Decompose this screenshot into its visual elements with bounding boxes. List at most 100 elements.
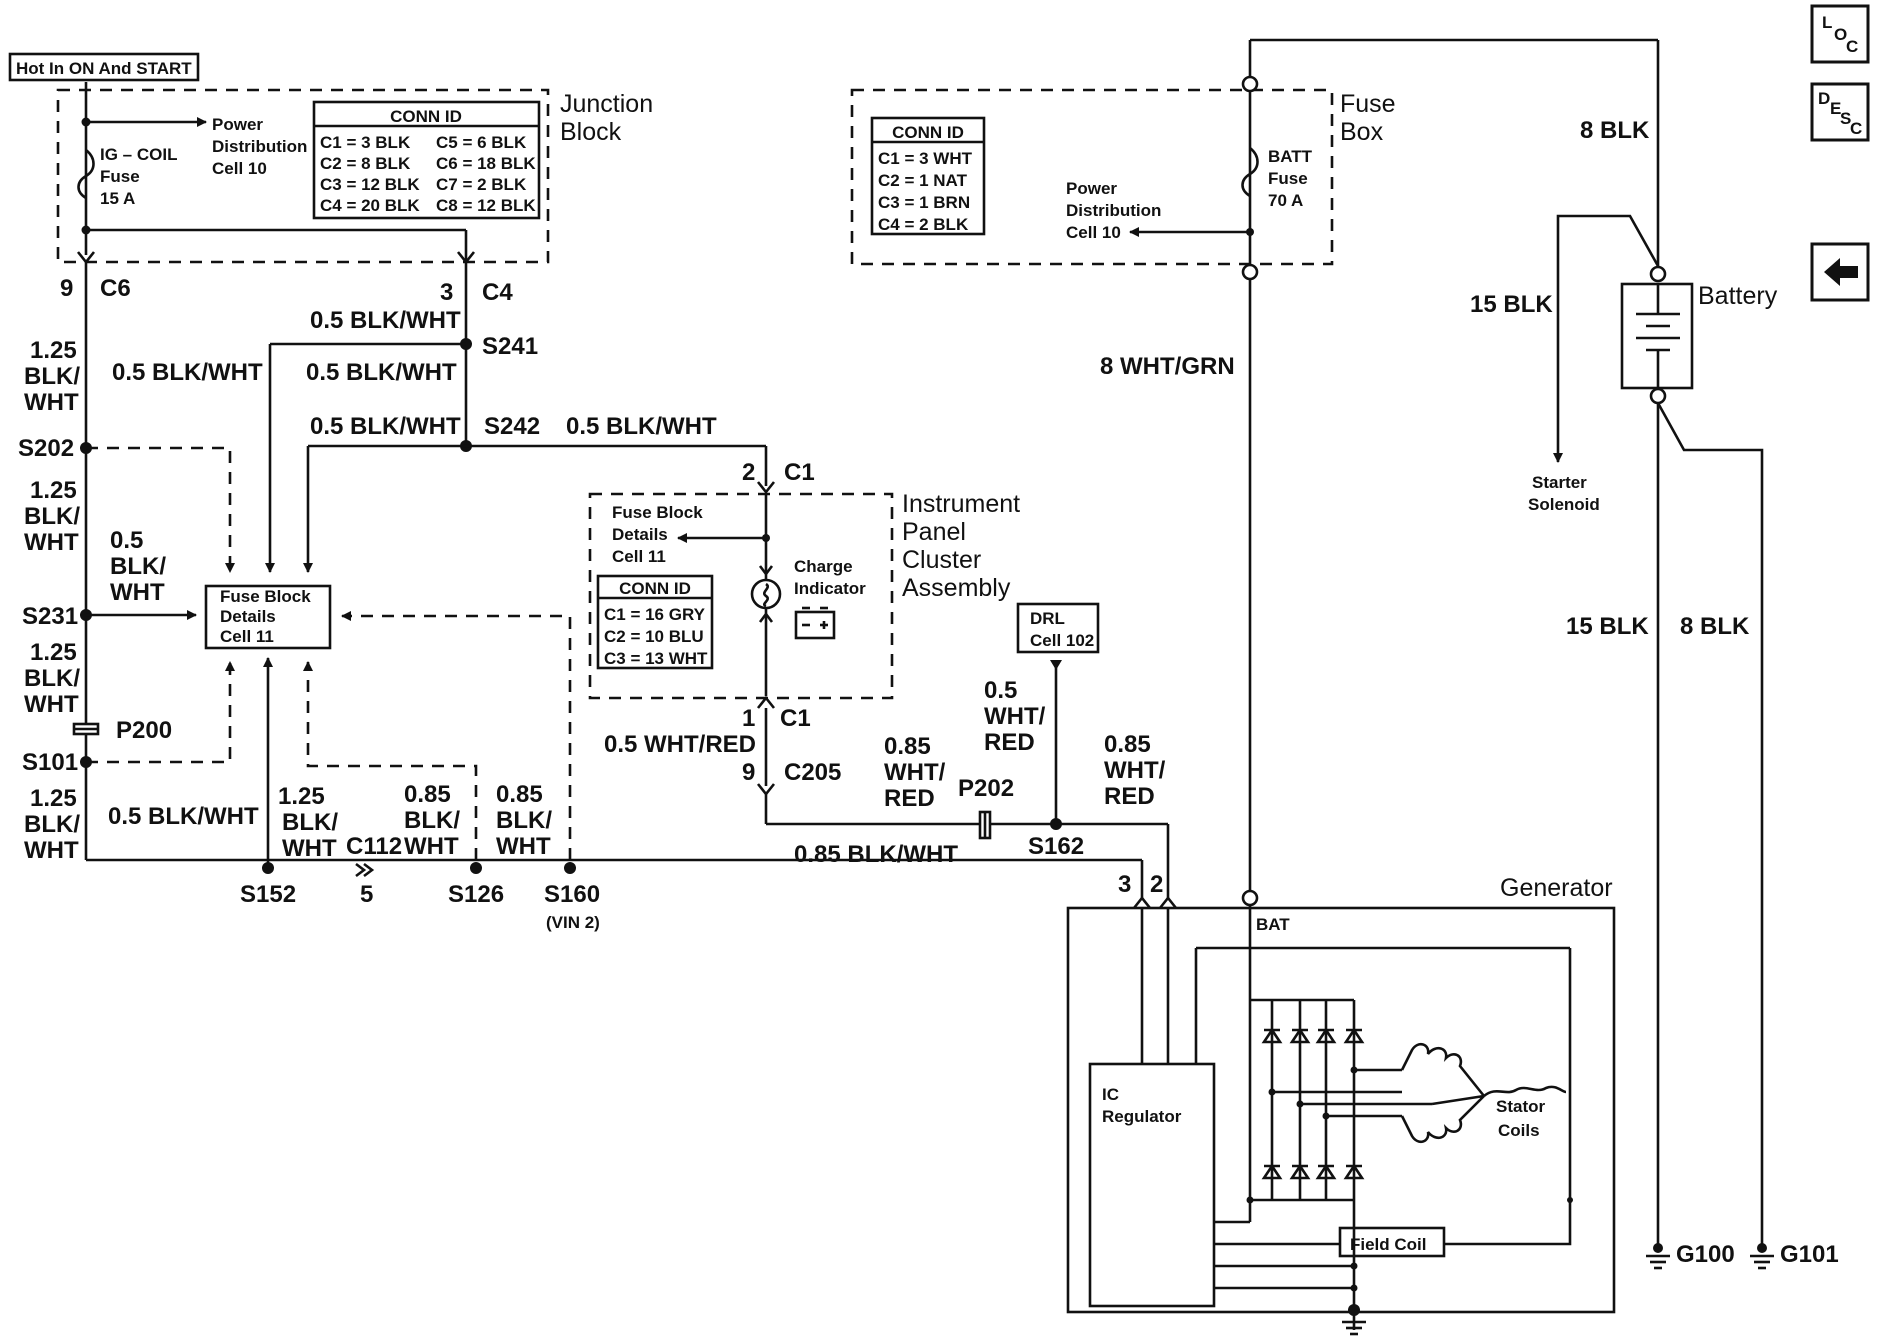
svg-text:C112: C112: [346, 833, 402, 860]
svg-text:0.5 BLK/WHT: 0.5 BLK/WHT: [566, 413, 717, 440]
svg-text:8 WHT/GRN: 8 WHT/GRN: [1100, 353, 1235, 380]
svg-text:C8 = 12 BLK: C8 = 12 BLK: [436, 196, 536, 215]
svg-text:C4: C4: [482, 279, 513, 306]
svg-text:E: E: [1830, 99, 1841, 118]
svg-text:Instrument: Instrument: [902, 490, 1020, 518]
charge-indicator-lamp-icon: [750, 565, 782, 623]
junction-block-title: Junction: [560, 90, 653, 118]
drl-box[interactable]: DRL Cell 102: [1016, 602, 1100, 670]
svg-text:WHT/: WHT/: [884, 759, 946, 786]
svg-text:3: 3: [440, 279, 453, 306]
wire-label-left-2: 1.25 BLK/ WHT: [24, 477, 80, 556]
battery: Battery: [1620, 265, 1778, 405]
svg-text:IC: IC: [1102, 1085, 1119, 1104]
svg-text:0.85: 0.85: [496, 781, 543, 808]
svg-text:1.25: 1.25: [30, 337, 77, 364]
svg-text:Cluster: Cluster: [902, 546, 981, 574]
svg-text:D: D: [1818, 89, 1830, 108]
svg-text:Cell 11: Cell 11: [612, 547, 666, 566]
svg-text:Distribution: Distribution: [212, 137, 307, 156]
svg-text:RED: RED: [884, 785, 935, 812]
svg-text:BATT: BATT: [1268, 147, 1313, 166]
svg-text:WHT/: WHT/: [1104, 757, 1166, 784]
ground-g101-icon: G101: [1750, 1241, 1839, 1270]
svg-text:Details: Details: [612, 525, 668, 544]
svg-text:C1 = 3 WHT: C1 = 3 WHT: [878, 149, 973, 168]
svg-text:DRL: DRL: [1030, 609, 1065, 628]
svg-text:C5 = 6 BLK: C5 = 6 BLK: [436, 133, 527, 152]
svg-text:1.25: 1.25: [30, 639, 77, 666]
wire-label-left-4: 1.25 BLK/ WHT: [24, 785, 80, 864]
svg-text:G100: G100: [1676, 1241, 1735, 1268]
fuse-box: Fuse Box BATT Fuse 70 A Power Distributi…: [850, 75, 1396, 281]
svg-text:WHT: WHT: [24, 529, 79, 556]
generator-pins: 3 2: [1118, 871, 1178, 909]
splice-s160: [564, 862, 576, 874]
loc-nav-button[interactable]: L O C: [1810, 4, 1870, 64]
svg-text:BLK/: BLK/: [282, 809, 338, 836]
svg-text:RED: RED: [1104, 783, 1155, 810]
svg-text:0.85 BLK/WHT: 0.85 BLK/WHT: [794, 841, 958, 868]
back-arrow-icon: [1824, 258, 1858, 286]
svg-text:RED: RED: [984, 729, 1035, 756]
inline-connector-p200: P200: [72, 717, 172, 744]
back-arrow-button[interactable]: [1810, 242, 1870, 302]
connector-c205: 9 C205: [742, 759, 841, 797]
svg-text:0.5 WHT/RED: 0.5 WHT/RED: [604, 731, 756, 758]
wire-label-left-3: 1.25 BLK/ WHT: [24, 639, 80, 718]
svg-text:Regulator: Regulator: [1102, 1107, 1182, 1126]
svg-text:15 BLK: 15 BLK: [1566, 613, 1649, 640]
svg-text:WHT: WHT: [24, 691, 79, 718]
instrument-panel-cluster: Instrument Panel Cluster Assembly Fuse B…: [588, 490, 1020, 700]
svg-text:S241: S241: [482, 333, 538, 360]
svg-text:Distribution: Distribution: [1066, 201, 1161, 220]
svg-text:S202: S202: [18, 435, 74, 462]
svg-text:Block: Block: [560, 118, 622, 146]
svg-text:BLK/: BLK/: [496, 807, 552, 834]
junction-conn-id-table: CONN ID C1 = 3 BLK C5 = 6 BLK C2 = 8 BLK…: [312, 100, 541, 220]
svg-text:C4 = 2 BLK: C4 = 2 BLK: [878, 215, 969, 234]
svg-text:0.85: 0.85: [884, 733, 931, 760]
svg-text:15 BLK: 15 BLK: [1470, 291, 1553, 318]
svg-text:S152: S152: [240, 881, 296, 908]
connector-c1-bottom: 1 C1: [742, 695, 811, 732]
svg-text:Details: Details: [220, 607, 276, 626]
svg-text:Box: Box: [1340, 118, 1384, 146]
svg-text:P202: P202: [958, 775, 1014, 802]
svg-text:Power: Power: [1066, 179, 1117, 198]
svg-text:BLK/: BLK/: [24, 665, 80, 692]
svg-text:Hot In ON And START: Hot In ON And START: [16, 59, 192, 78]
fuse-block-details-box[interactable]: Fuse Block Details Cell 11: [204, 584, 332, 650]
svg-text:0.5 BLK/WHT: 0.5 BLK/WHT: [108, 803, 259, 830]
svg-text:15 A: 15 A: [100, 189, 135, 208]
svg-text:C3 = 13 WHT: C3 = 13 WHT: [604, 649, 708, 668]
svg-text:C1 = 3 BLK: C1 = 3 BLK: [320, 133, 411, 152]
svg-text:O: O: [1834, 25, 1847, 44]
svg-text:0.85: 0.85: [404, 781, 451, 808]
svg-text:Cell 102: Cell 102: [1030, 631, 1094, 650]
rectifier-diodes-icon: [1246, 998, 1432, 1204]
wire-label-left-1: 1.25 BLK/ WHT: [24, 337, 80, 416]
svg-text:WHT: WHT: [110, 579, 165, 606]
svg-text:S101: S101: [22, 749, 78, 776]
svg-text:Assembly: Assembly: [902, 574, 1011, 602]
junction-block: Junction Block Power Distribution Cell 1…: [56, 82, 653, 264]
svg-text:C6 = 18 BLK: C6 = 18 BLK: [436, 154, 536, 173]
generator-title: Generator: [1500, 874, 1613, 902]
svg-text:WHT/: WHT/: [984, 703, 1046, 730]
svg-text:G101: G101: [1780, 1241, 1839, 1268]
svg-text:BLK/: BLK/: [110, 553, 166, 580]
svg-text:BLK/: BLK/: [404, 807, 460, 834]
svg-text:BLK/: BLK/: [24, 811, 80, 838]
desc-nav-button[interactable]: D E S C: [1810, 82, 1870, 142]
svg-text:5: 5: [360, 881, 373, 908]
svg-text:9: 9: [742, 759, 755, 786]
svg-text:C7 = 2 BLK: C7 = 2 BLK: [436, 175, 527, 194]
svg-text:S: S: [1840, 109, 1851, 128]
svg-text:Fuse: Fuse: [1268, 169, 1308, 188]
svg-text:Cell 10: Cell 10: [1066, 223, 1121, 242]
connector-c1-top: 2 C1: [742, 459, 815, 495]
svg-text:Starter: Starter: [1532, 473, 1587, 492]
svg-text:S162: S162: [1028, 833, 1084, 860]
